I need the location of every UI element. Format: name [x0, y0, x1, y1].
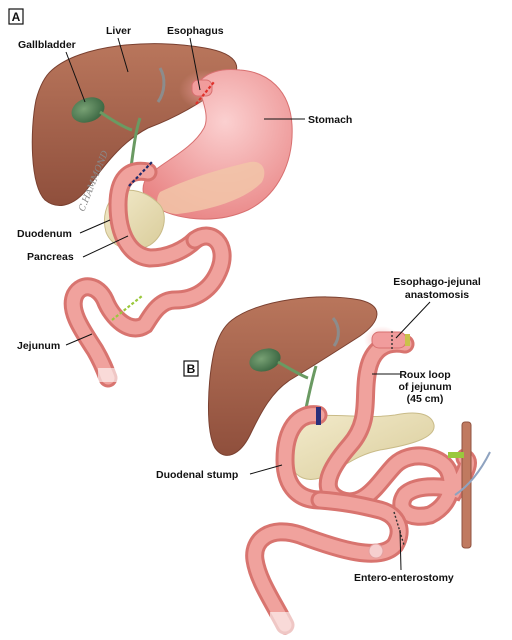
label-duodenum: Duodenum	[17, 228, 72, 240]
label-pancreas: Pancreas	[27, 251, 74, 263]
stomach-fold-a	[157, 161, 265, 214]
bowel-b-fade	[270, 612, 300, 634]
panel-b-badge	[183, 360, 199, 377]
label-roux-1: Roux loop	[399, 369, 450, 381]
leader-entero-enterostomy	[399, 529, 402, 571]
leader-ej-anastomosis	[395, 301, 431, 339]
duodenal-stump-staple	[316, 407, 321, 425]
leader-duodenum	[79, 219, 111, 234]
roux-end-staple	[448, 452, 464, 458]
panel-a: A C.HAMMOND Liver Gallbladder Eso	[8, 8, 352, 388]
label-liver: Liver	[106, 25, 131, 37]
panel-b: B Esophago-jejunal anastomosis	[156, 276, 491, 635]
label-roux-3: (45 cm)	[407, 393, 444, 405]
label-jejunum: Jejunum	[17, 340, 60, 352]
label-gallbladder: Gallbladder	[18, 39, 76, 51]
leader-pancreas	[82, 235, 129, 258]
panel-a-letter: A	[12, 10, 21, 24]
label-entero-enterostomy: Entero-enterostomy	[354, 572, 454, 584]
leader-duodenal-stump	[249, 464, 283, 475]
label-esophagus: Esophagus	[167, 25, 224, 37]
jejunum-cut-line	[111, 295, 143, 321]
jejunum-a	[66, 229, 229, 385]
label-roux-2: of jejunum	[398, 381, 451, 393]
biliopancreatic-limb	[248, 493, 406, 632]
ej-staple	[405, 334, 410, 346]
gallbladder-b	[249, 348, 281, 372]
leader-liver	[117, 37, 129, 73]
entero-suture-line	[393, 511, 405, 546]
leader-gallbladder	[65, 51, 86, 103]
jejunum-a-fade	[98, 368, 120, 382]
leader-jejunum	[65, 333, 93, 346]
liver-b	[208, 296, 378, 456]
duodenum-cut-line	[128, 161, 153, 187]
esophago-jejunal-junction	[371, 331, 407, 349]
panel-b-letter: B	[187, 362, 196, 376]
anastomosis-node	[368, 543, 384, 559]
label-ej-anastomosis-1: Esophago-jejunal	[393, 276, 481, 288]
small-vessel	[454, 451, 491, 496]
roux-loop-of-jejunum	[321, 336, 474, 523]
bile-duct-a	[99, 110, 142, 191]
label-ej-anastomosis-2: anastomosis	[405, 289, 469, 301]
label-duodenal-stump: Duodenal stump	[156, 469, 238, 481]
panel-a-badge	[8, 8, 24, 25]
falciform-ligament-a	[156, 67, 166, 103]
gallbladder-a	[71, 97, 105, 123]
label-stomach: Stomach	[308, 114, 352, 126]
falciform-ligament-b	[331, 317, 340, 347]
leader-esophagus	[189, 37, 201, 91]
